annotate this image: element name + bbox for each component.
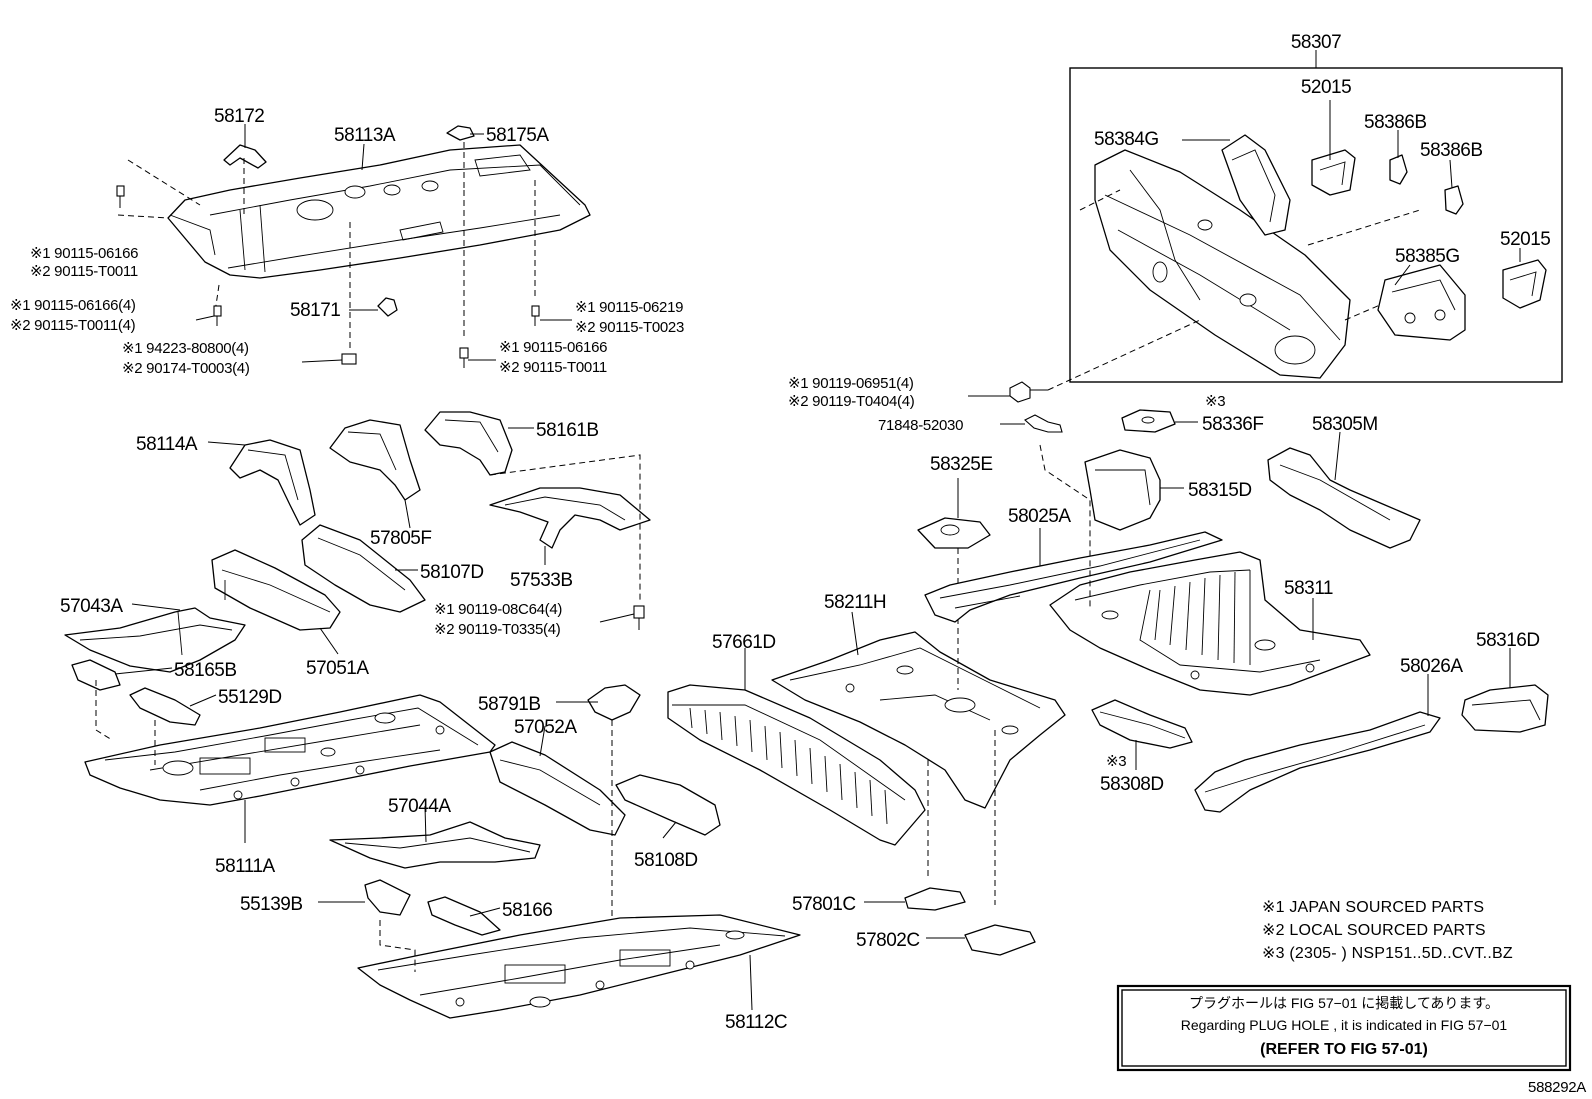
legend: ※1 JAPAN SOURCED PARTS ※2 LOCAL SOURCED …: [1262, 899, 1513, 962]
label-58165B: 58165B: [174, 660, 237, 681]
label-58315D: 58315D: [1188, 480, 1252, 501]
label-57052A: 57052A: [514, 717, 577, 738]
fastener-label: ※1 90115-06219: [575, 299, 683, 316]
floor-pan-58111A: [64, 603, 496, 843]
fastener-label: ※1 90115-06166: [499, 339, 607, 356]
label-58113A: 58113A: [334, 125, 396, 146]
rear-floor-center: [667, 478, 1066, 956]
label-58386B: 58386B: [1364, 112, 1427, 133]
label-58026A: 58026A: [1400, 656, 1463, 677]
note-english: Regarding PLUG HOLE , it is indicated in…: [1181, 1017, 1508, 1033]
plug-hole-note: プラグホールは FIG 57−01 に掲載してあります。 Regarding P…: [1116, 984, 1572, 1072]
label-57533B: 57533B: [510, 570, 573, 591]
fastener-label: ※1 94223-80800(4): [122, 340, 249, 357]
fastener-label: ※2 90115-T0011: [30, 263, 138, 280]
label-58107D: 58107D: [420, 562, 484, 583]
label-58114A: 58114A: [136, 434, 198, 455]
diagram-id: 588292A: [1528, 1079, 1586, 1096]
inset-58307: [1069, 50, 1563, 383]
fastener-label: ※2 90174-T0003(4): [122, 360, 250, 377]
label-58325E: 58325E: [930, 454, 993, 475]
label-58171: 58171: [290, 300, 340, 321]
fastener-label: ※1 90119-06951(4): [788, 375, 914, 392]
inset-leaders: [1182, 100, 1521, 286]
label-55129D: 55129D: [218, 687, 282, 708]
fastener-leaders: [195, 315, 635, 623]
label-57661D: 57661D: [712, 632, 776, 653]
label-58172: 58172: [214, 106, 264, 127]
label-52015: 52015: [1301, 77, 1351, 98]
legend-local: ※2 LOCAL SOURCED PARTS: [1262, 922, 1486, 939]
fastener-label: ※1 90115-06166(4): [10, 297, 136, 314]
rear-floor-right: [924, 409, 1549, 813]
label-58791B: 58791B: [478, 694, 541, 715]
label-58384G: 58384G: [1094, 129, 1159, 150]
floor-pan-58112C: [318, 684, 801, 1019]
label-58308D: 58308D: [1100, 774, 1164, 795]
label-58305M: 58305M: [1312, 414, 1378, 435]
mark-3-a: ※3: [1205, 393, 1225, 410]
label-58025A: 58025A: [1008, 506, 1071, 527]
part-labels: 58307 52015 58384G 58386B 58386B 52015 5…: [60, 32, 1551, 1033]
label-58161B: 58161B: [536, 420, 599, 441]
label-58386B-2: 58386B: [1420, 140, 1483, 161]
legend-japan: ※1 JAPAN SOURCED PARTS: [1262, 899, 1484, 916]
label-58316D: 58316D: [1476, 630, 1540, 651]
label-58311: 58311: [1284, 578, 1333, 599]
label-58175A: 58175A: [486, 125, 549, 146]
fastener-label: ※1 90115-06166: [30, 245, 138, 262]
rear-fasteners: [968, 319, 1201, 403]
label-58111A: 58111A: [215, 856, 276, 877]
label-58108D: 58108D: [634, 850, 698, 871]
label-57805F: 57805F: [370, 528, 431, 549]
label-58385G: 58385G: [1395, 246, 1460, 267]
label-57044A: 57044A: [388, 796, 451, 817]
fastener-label: ※2 90115-T0011: [499, 359, 607, 376]
label-58166: 58166: [502, 900, 552, 921]
label-58307: 58307: [1291, 32, 1341, 53]
fastener-label: ※2 90119-T0404(4): [788, 393, 915, 410]
label-57043A: 57043A: [60, 596, 123, 617]
front-floor-58113A: [116, 124, 591, 368]
label-71848-52030: 71848-52030: [878, 417, 963, 434]
label-57051A: 57051A: [306, 658, 369, 679]
label-57802C: 57802C: [856, 930, 920, 951]
label-58112C: 58112C: [725, 1012, 787, 1033]
front-braces: [207, 411, 651, 655]
legend-nsp151: ※3 (2305- ) NSP151..5D..CVT..BZ: [1262, 945, 1513, 962]
fastener-label: ※2 90119-T0335(4): [434, 621, 561, 638]
label-52015-b: 52015: [1500, 229, 1550, 250]
note-refer: (REFER TO FIG 57-01): [1260, 1041, 1428, 1058]
fastener-labels: ※1 90115-06166 ※2 90115-T0011 ※1 90115-0…: [10, 245, 915, 638]
note-japanese: プラグホールは FIG 57−01 に掲載してあります。: [1189, 995, 1499, 1011]
fastener-label: ※2 90115-T0011(4): [10, 317, 136, 334]
mark-3-b: ※3: [1106, 753, 1126, 770]
fastener-label: ※2 90115-T0023: [575, 319, 684, 336]
label-55139B: 55139B: [240, 894, 303, 915]
label-58336F: 58336F: [1202, 414, 1263, 435]
label-58211H: 58211H: [824, 592, 886, 613]
fastener-label: ※1 90119-08C64(4): [434, 601, 562, 618]
label-57801C: 57801C: [792, 894, 856, 915]
